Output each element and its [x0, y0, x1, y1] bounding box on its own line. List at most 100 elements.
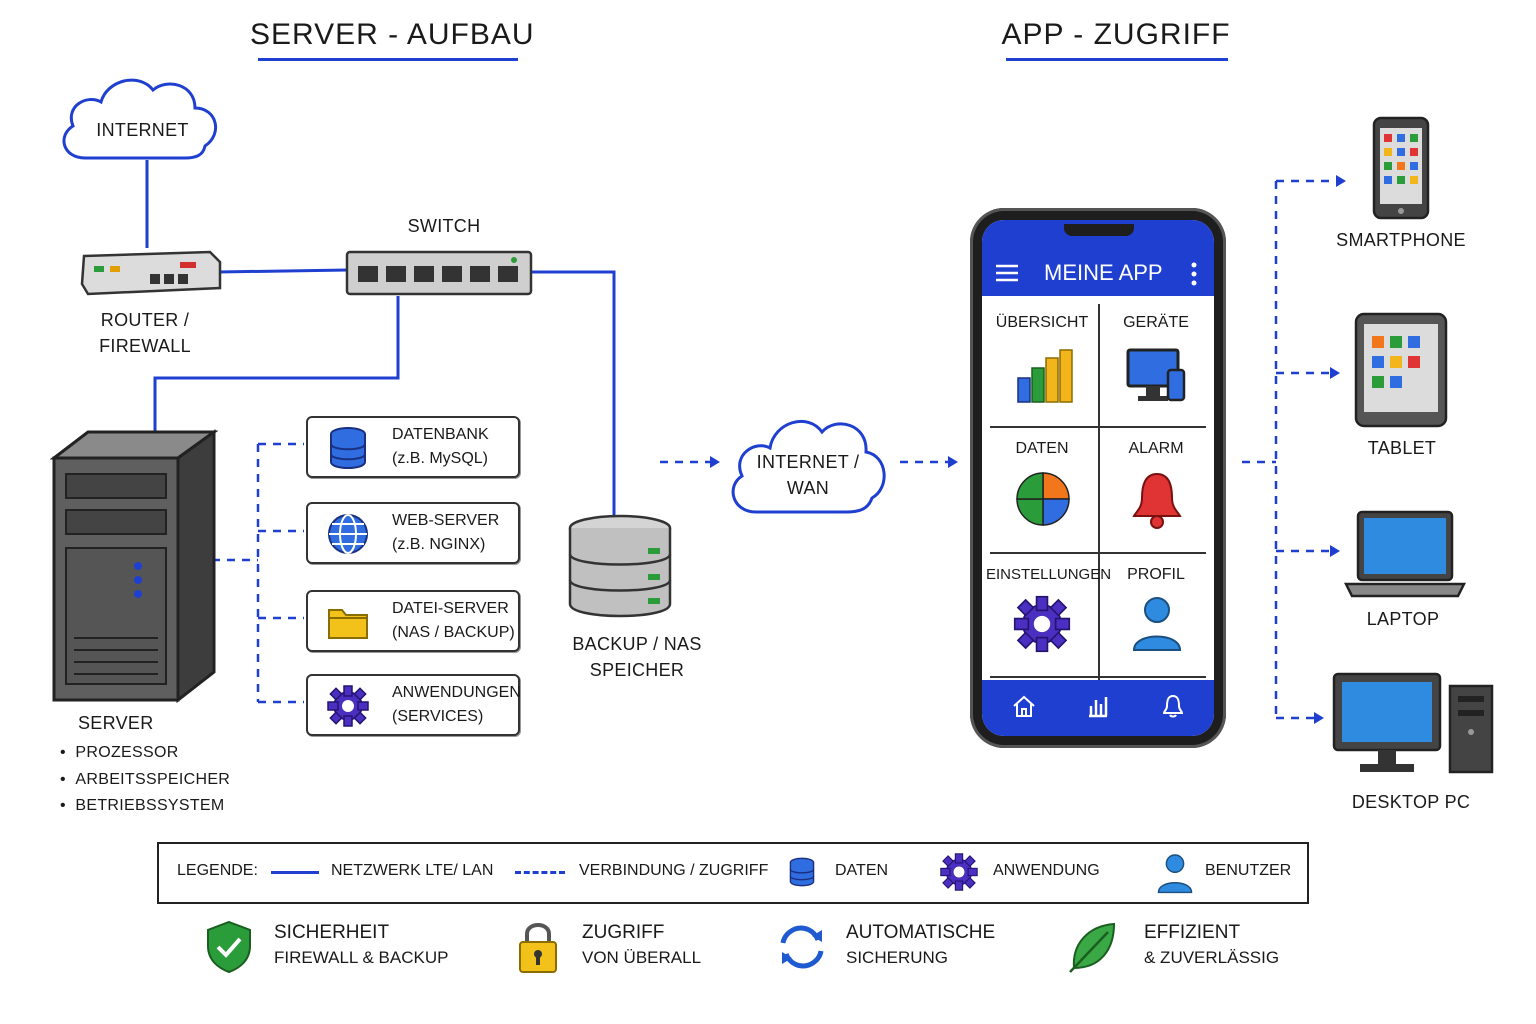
tile-settings-label: EINSTELLUNGEN: [986, 566, 1112, 583]
feature-access-detail: VON ÜBERALL: [582, 948, 702, 967]
app-bottom-nav: [982, 680, 1214, 736]
sync-icon: [780, 925, 824, 969]
service-fileserver-name: DATEI-SERVER: [392, 600, 509, 617]
lock-icon: [519, 923, 557, 973]
tile-data-label: DATEN: [1015, 440, 1069, 457]
server-tower-icon: [50, 429, 218, 704]
app-screen: MEINE APP ÜBERSICHT GERÄTE: [982, 220, 1214, 736]
legend-title: LEGENDE:: [177, 862, 258, 879]
grid-divider-vertical: [1098, 304, 1100, 680]
feature-access-title: ZUGRIFF: [582, 922, 665, 943]
devices-icon: [1126, 348, 1186, 402]
smartphone-icon: [1372, 116, 1430, 220]
feature-security-title: SICHERHEIT: [274, 922, 390, 943]
feature-efficiency-title: EFFIZIENT: [1144, 922, 1241, 943]
more-options-icon[interactable]: [1190, 262, 1198, 286]
tile-devices[interactable]: GERÄTE: [1100, 304, 1212, 428]
feature-efficiency-detail: & ZUVERLÄSSIG: [1144, 948, 1280, 967]
tile-data[interactable]: DATEN: [986, 430, 1098, 554]
app-title: MEINE APP: [1044, 260, 1163, 285]
router-icon: [80, 250, 222, 296]
server-item-os: • BETRIEBSSYSTEM: [60, 797, 225, 814]
router-label-line1: ROUTER /: [100, 310, 190, 330]
database-icon: [330, 427, 366, 469]
tablet-icon: [1354, 312, 1448, 428]
legend-network: NETZWERK LTE/ LAN: [331, 862, 494, 879]
globe-icon: [328, 514, 368, 554]
folder-icon: [328, 609, 368, 639]
home-icon[interactable]: [1012, 694, 1036, 718]
phone-notch: [1064, 224, 1134, 236]
legend-database-icon: [789, 857, 815, 887]
legend-dashed-line-swatch: [515, 871, 565, 874]
notification-icon[interactable]: [1162, 694, 1184, 718]
bell-icon: [1132, 472, 1182, 529]
service-webserver-name: WEB-SERVER: [392, 512, 500, 529]
tile-settings[interactable]: EINSTELLUNGEN: [986, 556, 1112, 680]
shield-icon: [207, 920, 251, 974]
server-components-list: • PROZESSOR • ARBEITSSPEICHER • BETRIEBS…: [60, 740, 230, 819]
tile-overview[interactable]: ÜBERSICHT: [986, 304, 1098, 428]
service-fileserver-detail: (NAS / BACKUP): [392, 624, 515, 641]
tile-profile[interactable]: PROFIL: [1100, 556, 1212, 680]
internet-cloud-icon: [62, 78, 217, 160]
legend-user: BENUTZER: [1205, 862, 1292, 879]
device-laptop-label: LAPTOP: [1366, 609, 1440, 629]
backup-storage-icon: [568, 514, 672, 618]
menu-icon[interactable]: [996, 264, 1018, 282]
feature-backup-detail: SICHERUNG: [846, 948, 949, 967]
laptop-icon: [1344, 510, 1466, 598]
leaf-icon: [1069, 922, 1116, 973]
switch-label: SWITCH: [407, 216, 481, 236]
server-title-underline: [258, 58, 518, 61]
gear-icon: [327, 685, 369, 727]
service-fileserver: DATEI-SERVER (NAS / BACKUP): [306, 590, 520, 652]
switch-icon: [345, 250, 533, 296]
legend-connection: VERBINDUNG / ZUGRIFF: [579, 862, 769, 879]
legend-application: ANWENDUNG: [993, 862, 1100, 879]
backup-label-line1: BACKUP / NAS: [572, 634, 702, 654]
server-title-label: SERVER: [78, 713, 154, 733]
wan-label-line2: WAN: [786, 478, 830, 498]
tile-alarm-label: ALARM: [1128, 440, 1184, 457]
stats-icon[interactable]: [1086, 694, 1110, 718]
service-applications: ANWENDUNGEN (SERVICES): [306, 674, 521, 736]
feature-backup-title: AUTOMATISCHE: [846, 922, 996, 943]
service-applications-detail: (SERVICES): [392, 708, 484, 725]
device-smartphone-label: SMARTPHONE: [1336, 230, 1466, 250]
legend-solid-line-swatch: [271, 871, 319, 874]
server-section-title: SERVER - AUFBAU: [250, 18, 535, 51]
service-database: DATENBANK (z.B. MySQL): [306, 416, 520, 478]
wan-label-line1: INTERNET /: [756, 452, 860, 472]
tile-alarm[interactable]: ALARM: [1100, 430, 1212, 554]
legend-user-icon: [1157, 854, 1193, 894]
service-applications-name: ANWENDUNGEN: [392, 684, 521, 701]
phone-mockup: MEINE APP ÜBERSICHT GERÄTE: [970, 208, 1226, 748]
tile-overview-label: ÜBERSICHT: [995, 314, 1089, 331]
app-title-underline: [1006, 58, 1228, 61]
service-database-name: DATENBANK: [392, 426, 489, 443]
grid-divider-1: [990, 426, 1206, 428]
wan-cloud-icon: [731, 420, 886, 514]
app-section-title: APP - ZUGRIFF: [1001, 18, 1231, 51]
grid-divider-2: [990, 552, 1206, 554]
legend-gear-icon: [940, 853, 978, 891]
legend-data: DATEN: [835, 862, 889, 879]
device-tablet-label: TABLET: [1367, 438, 1437, 458]
bar-chart-icon: [1017, 349, 1073, 403]
service-webserver-detail: (z.B. NGINX): [392, 536, 486, 553]
feature-security-detail: FIREWALL & BACKUP: [274, 948, 449, 967]
backup-label-line2: SPEICHER: [589, 660, 685, 680]
service-database-detail: (z.B. MySQL): [392, 450, 489, 467]
user-icon: [1132, 597, 1182, 651]
tile-profile-label: PROFIL: [1127, 566, 1185, 583]
internet-label: INTERNET: [96, 120, 189, 140]
pie-chart-icon: [1016, 472, 1070, 526]
legend-box: LEGENDE: NETZWERK LTE/ LAN VERBINDUNG / …: [157, 842, 1309, 904]
server-item-processor: • PROZESSOR: [60, 744, 179, 761]
device-desktop-label: DESKTOP PC: [1351, 792, 1471, 812]
server-item-memory: • ARBEITSSPEICHER: [60, 771, 231, 788]
grid-divider-3: [990, 676, 1206, 678]
app-header-bar: MEINE APP: [982, 220, 1214, 296]
